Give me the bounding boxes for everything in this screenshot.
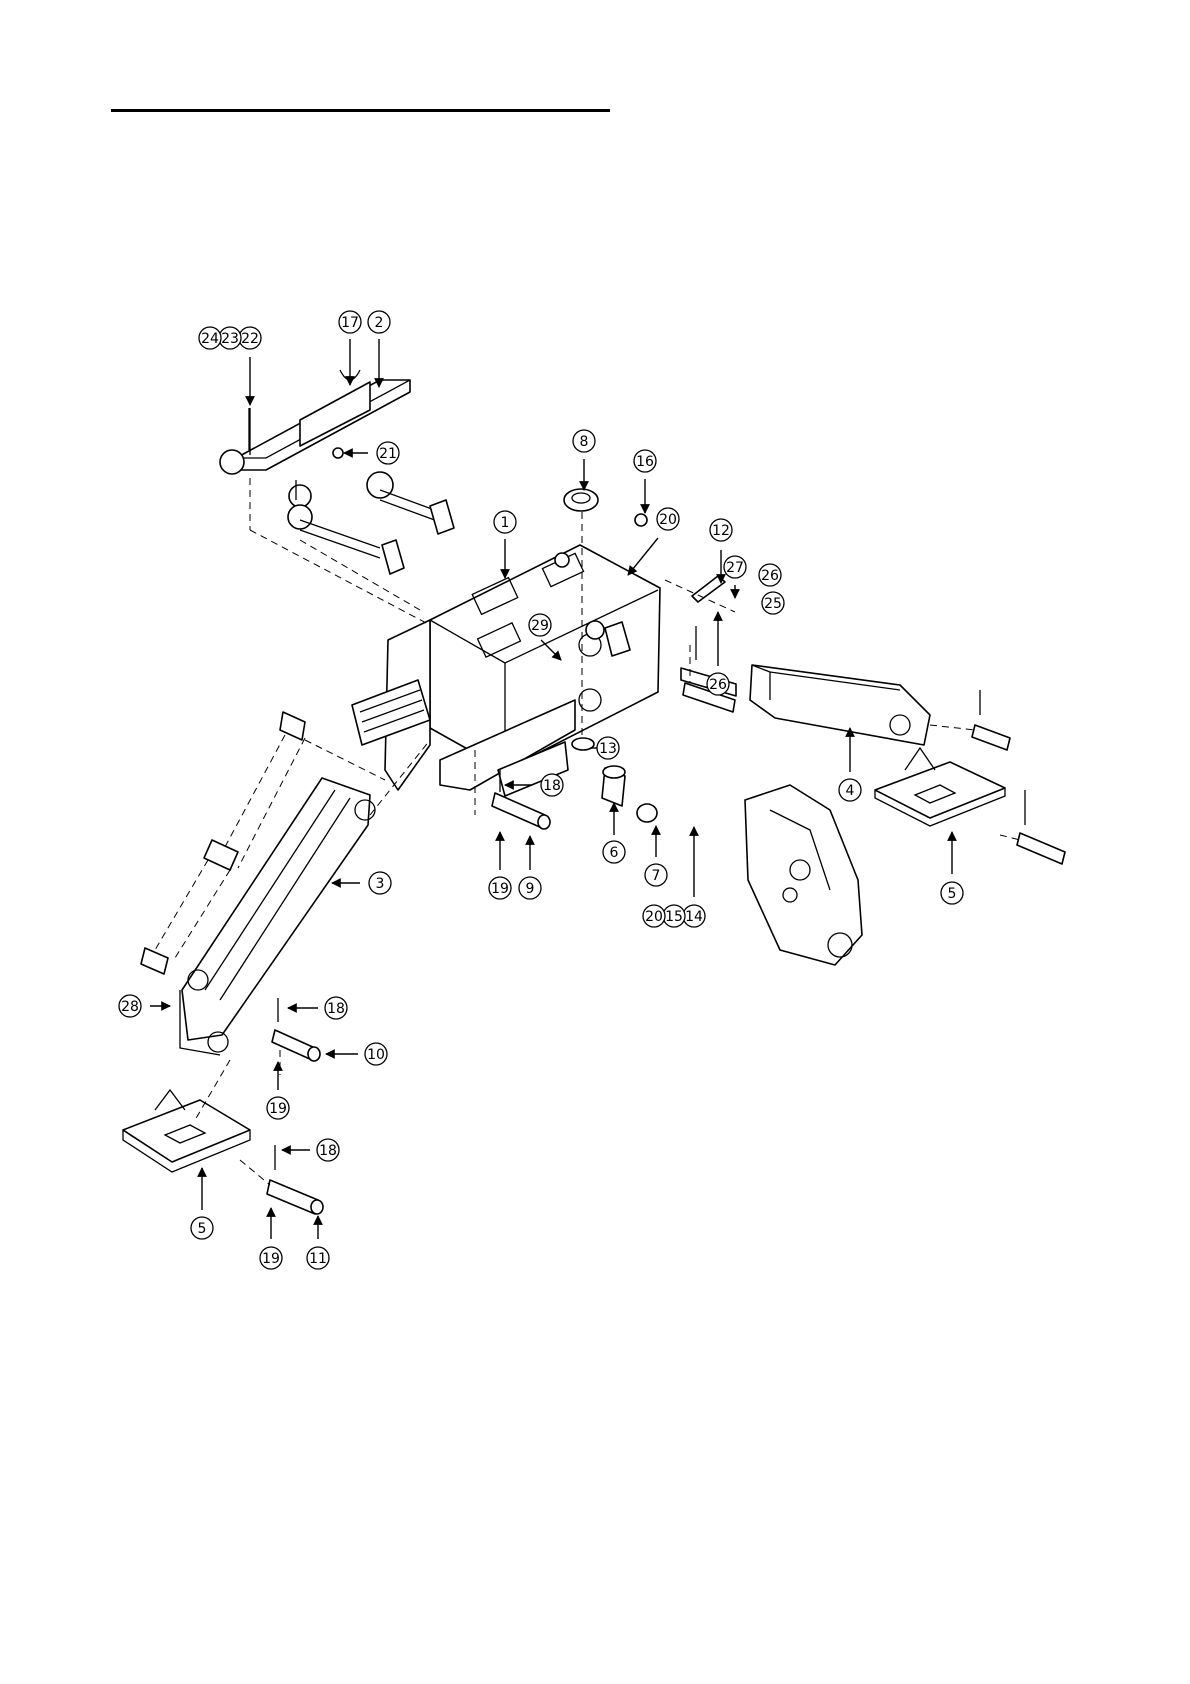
callout-label: 24 [201,331,219,347]
right-mount-plate [875,748,1005,826]
callout-6: 6 [603,841,625,863]
callout-23: 23 [219,327,241,349]
callout-label: 7 [652,868,661,884]
callout-label: 1 [501,515,510,531]
callout-label: 21 [379,446,397,462]
left-mount-plate [123,1090,250,1172]
callout-label: 26 [761,568,779,584]
callout-label: 5 [198,1221,207,1237]
callout-14: 14 [683,905,705,927]
callout-22: 22 [239,327,261,349]
callout-label: 13 [599,741,617,757]
callout-label: 14 [685,909,703,925]
callout-27: 27 [724,556,746,578]
callout-label: 19 [269,1101,287,1117]
callout-label: 11 [309,1251,327,1267]
callout-label: 22 [241,331,259,347]
callout-29: 29 [529,614,551,636]
callout-label: 29 [531,618,549,634]
callout-label: 3 [376,876,385,892]
callout-26: 26 [707,673,729,695]
callout-25: 25 [762,592,784,614]
callout-label: 27 [726,560,744,576]
callout-label: 8 [580,434,589,450]
callout-7: 7 [645,864,667,886]
callout-5: 5 [941,882,963,904]
callout-label: 15 [665,909,683,925]
callout-label: 20 [645,909,663,925]
callout-18: 18 [317,1139,339,1161]
callout-label: 19 [262,1251,280,1267]
callout-11: 11 [307,1247,329,1269]
callout-1: 1 [494,511,516,533]
callout-label: 18 [319,1143,337,1159]
callout-label: 23 [221,331,239,347]
callout-20: 20 [643,905,665,927]
callout-label: 10 [367,1047,385,1063]
callout-21: 21 [377,442,399,464]
callout-12: 12 [710,519,732,541]
callout-19: 19 [489,877,511,899]
callout-label: 19 [491,881,509,897]
callout-2: 2 [368,311,390,333]
callout-15: 15 [663,905,685,927]
callout-4: 4 [839,779,861,801]
callout-label: 4 [846,783,855,799]
callout-label: 20 [659,512,677,528]
callout-label: 26 [709,677,727,693]
callout-18: 18 [325,997,347,1019]
callout-24: 24 [199,327,221,349]
callout-19: 19 [260,1247,282,1269]
callout-9: 9 [519,877,541,899]
callout-26: 26 [759,564,781,586]
callout-16: 16 [634,450,656,472]
callout-label: 18 [543,778,561,794]
callout-17: 17 [339,311,361,333]
callout-19: 19 [267,1097,289,1119]
callout-13: 13 [597,737,619,759]
callout-3: 3 [369,872,391,894]
callout-label: 16 [636,454,654,470]
callout-label: 6 [610,845,619,861]
callout-10: 10 [365,1043,387,1065]
quick-coupler [745,785,862,965]
callout-label: 17 [341,315,359,331]
callout-label: 25 [764,596,782,612]
callout-label: 9 [526,881,535,897]
callout-label: 28 [121,999,139,1015]
callout-8: 8 [573,430,595,452]
top-beam-assembly [220,370,454,574]
main-frame [352,545,660,796]
callout-20: 20 [657,508,679,530]
callout-5: 5 [191,1217,213,1239]
callout-label: 5 [948,886,957,902]
callout-label: 2 [375,315,384,331]
callout-18: 18 [541,774,563,796]
callout-label: 18 [327,1001,345,1017]
callout-label: 12 [712,523,730,539]
callout-28: 28 [119,995,141,1017]
